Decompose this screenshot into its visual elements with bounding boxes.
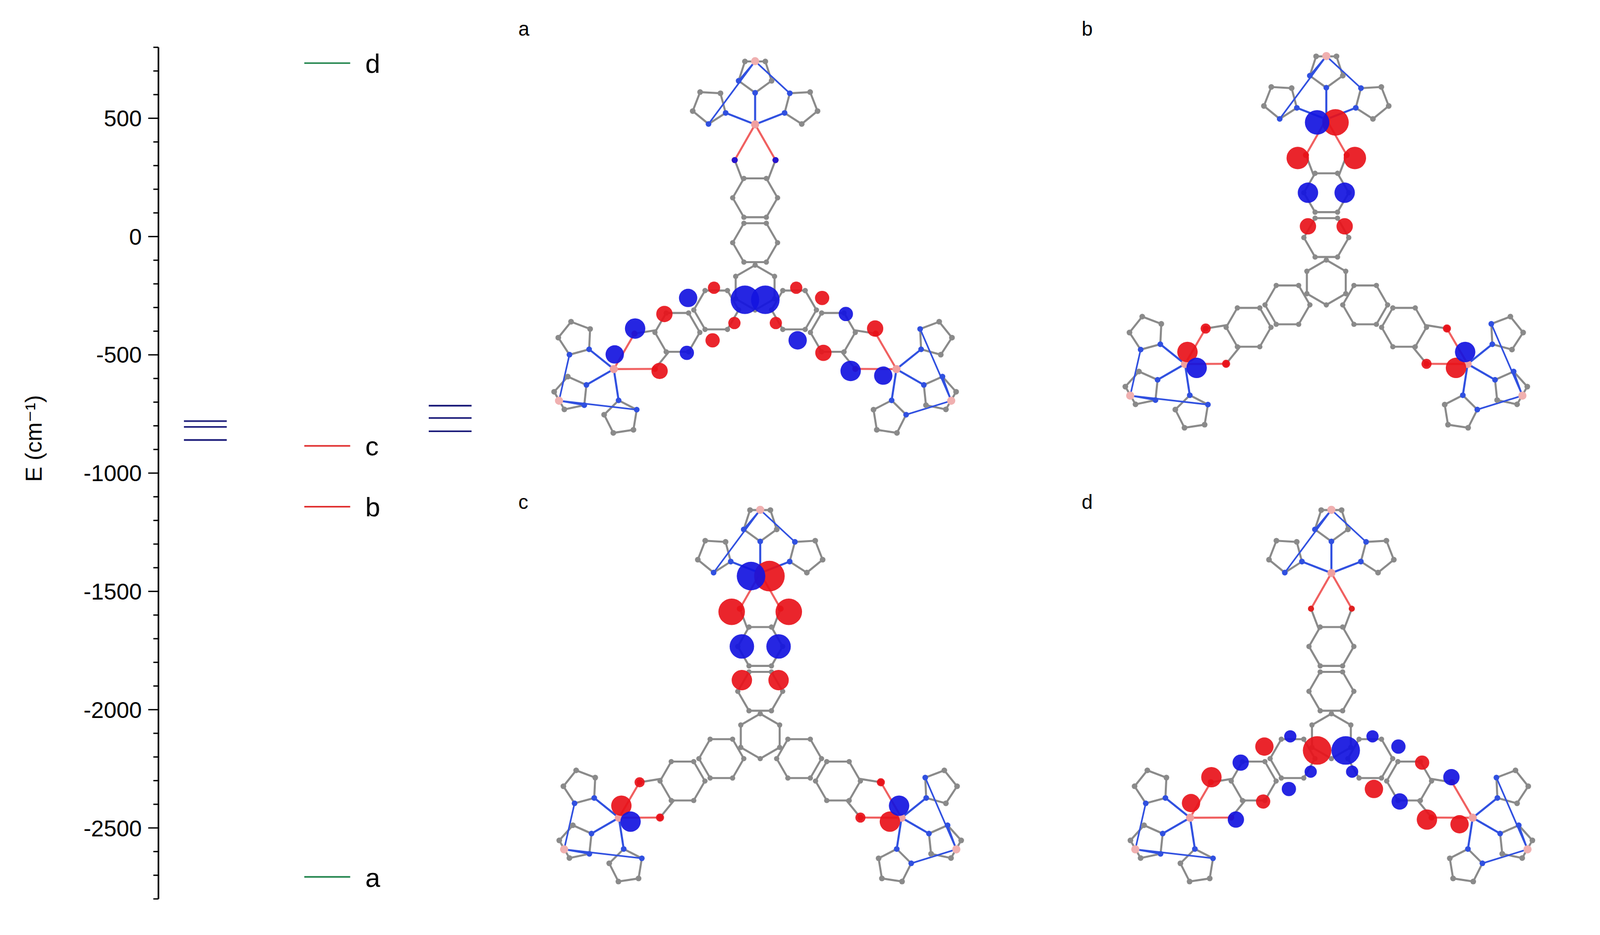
axis-tick [153, 330, 159, 333]
energy-level [304, 876, 351, 878]
axis-tick [148, 709, 159, 711]
molecular-orbital-plot [551, 57, 959, 436]
atoms [1127, 506, 1536, 885]
level-label: a [365, 864, 381, 892]
axis-tick [153, 70, 159, 72]
energy-axis [148, 47, 159, 900]
molecular-orbital-plot [556, 506, 965, 885]
energy-level [304, 62, 351, 64]
level-label: c [365, 432, 379, 460]
axis-tick [148, 354, 159, 356]
axis-tick [153, 638, 159, 640]
tick-label: 0 [129, 225, 143, 249]
panel-label: c [518, 492, 529, 513]
energy-level [304, 506, 351, 508]
axis-tick [153, 449, 159, 451]
level-label: b [365, 493, 381, 521]
atoms [1122, 52, 1531, 431]
axis-tick [153, 46, 159, 49]
axis-tick [153, 756, 159, 758]
energy-level [428, 404, 472, 407]
bond-skeleton [554, 60, 957, 433]
level-label: d [365, 50, 381, 77]
orbital-lobes [1181, 730, 1469, 834]
panel-label: a [518, 18, 530, 39]
energy-level [183, 439, 227, 441]
axis-tick [153, 165, 159, 167]
atoms [551, 57, 959, 436]
orbital-lobes [1177, 109, 1476, 379]
bond-skeleton [1130, 510, 1533, 882]
molecular-orbital-plot [1122, 52, 1531, 431]
molecular-orbital-plot [1127, 506, 1536, 885]
atoms [556, 506, 965, 885]
axis-tick [153, 283, 159, 286]
tick-label: -1500 [83, 580, 142, 604]
axis-tick [148, 590, 159, 593]
axis-tick [153, 661, 159, 664]
energy-level [428, 430, 472, 433]
axis-tick [153, 425, 159, 427]
axis-tick [153, 94, 159, 96]
axis-tick [153, 259, 159, 262]
axis-tick [153, 496, 159, 498]
axis-tick [153, 803, 159, 806]
axis-title: E (cm⁻¹) [22, 395, 46, 483]
axis-tick [148, 472, 159, 474]
axis-tick [153, 685, 159, 687]
axis-tick [153, 519, 159, 522]
axis-tick [153, 306, 159, 309]
axis-tick [148, 235, 159, 238]
axis-tick [153, 567, 159, 569]
energy-level [428, 417, 472, 419]
tick-label: 500 [103, 107, 142, 130]
orbital-lobes [605, 157, 893, 386]
axis-tick [153, 378, 159, 380]
energy-level [304, 445, 351, 447]
axis-tick [148, 117, 159, 119]
axis-tick [153, 543, 159, 546]
panel-label: d [1081, 492, 1093, 513]
orbital-lobes [611, 561, 910, 833]
tick-label: -500 [96, 343, 142, 367]
bond-skeleton [559, 510, 962, 882]
axis-tick [153, 141, 159, 143]
energy-level [183, 420, 227, 422]
tick-label: -2500 [83, 817, 142, 841]
axis-tick [153, 212, 159, 214]
axis-tick [148, 827, 159, 830]
axis-tick [153, 733, 159, 735]
axis-tick [153, 614, 159, 617]
panel-label: b [1081, 18, 1093, 39]
axis-tick [153, 874, 159, 877]
axis-tick [153, 780, 159, 782]
axis-tick [153, 898, 159, 901]
bond-skeleton [1125, 56, 1528, 428]
tick-label: -1000 [83, 461, 142, 485]
energy-level [183, 426, 227, 428]
tick-label: -2000 [83, 698, 142, 722]
axis-tick [153, 851, 159, 853]
axis-tick [153, 188, 159, 191]
axis-tick [153, 401, 159, 403]
